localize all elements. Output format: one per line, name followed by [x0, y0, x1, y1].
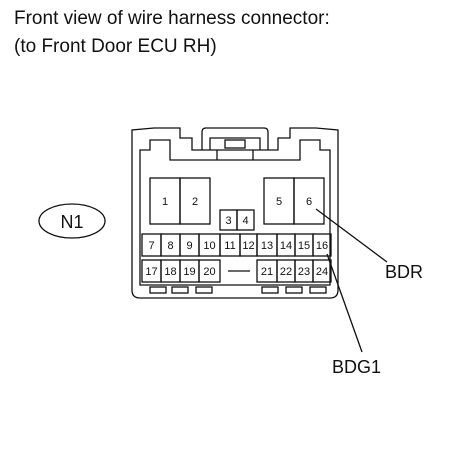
pin-number: 21: [261, 266, 273, 278]
pin-number: 14: [280, 240, 292, 252]
pin-number: 23: [298, 266, 310, 278]
pin-number: 24: [316, 266, 328, 278]
pin-number: 6: [306, 196, 312, 208]
connector-inner-frame: [139, 139, 331, 286]
diagram-title-line-2: (to Front Door ECU RH): [14, 36, 217, 57]
pin-number: 22: [280, 266, 292, 278]
pin-number: 5: [276, 196, 282, 208]
bdg1-callout-label: BDG1: [332, 357, 381, 377]
pin-number: 19: [183, 266, 195, 278]
pin-number: 11: [224, 240, 235, 252]
pin-number: 12: [242, 240, 254, 252]
bdr-leader-line: [315, 208, 388, 263]
locking-tab: [201, 127, 269, 150]
pin-number: 2: [192, 196, 198, 208]
bdg1-leader-line: [326, 253, 363, 353]
pin-number: 10: [203, 240, 215, 252]
pin-number: 16: [316, 240, 328, 252]
pin-number: 8: [167, 240, 173, 252]
connector-body-outline: [131, 127, 339, 299]
pin-number: 3: [225, 215, 231, 227]
connector-id-badge: [38, 203, 106, 239]
pin-number: 1: [162, 196, 168, 208]
diagram-title-line-1: Front view of wire harness connector:: [14, 8, 330, 29]
pin-number: 17: [145, 266, 157, 278]
pin-number: 13: [261, 240, 273, 252]
connector-id-label: N1: [60, 212, 83, 232]
pin-number: 18: [164, 266, 176, 278]
bdr-callout-label: BDR: [385, 262, 423, 282]
pin-number: 9: [186, 240, 192, 252]
pin-number: 7: [148, 240, 154, 252]
pin-number: 4: [242, 215, 248, 227]
pin-number: 15: [298, 240, 310, 252]
pin-number: 20: [203, 266, 215, 278]
